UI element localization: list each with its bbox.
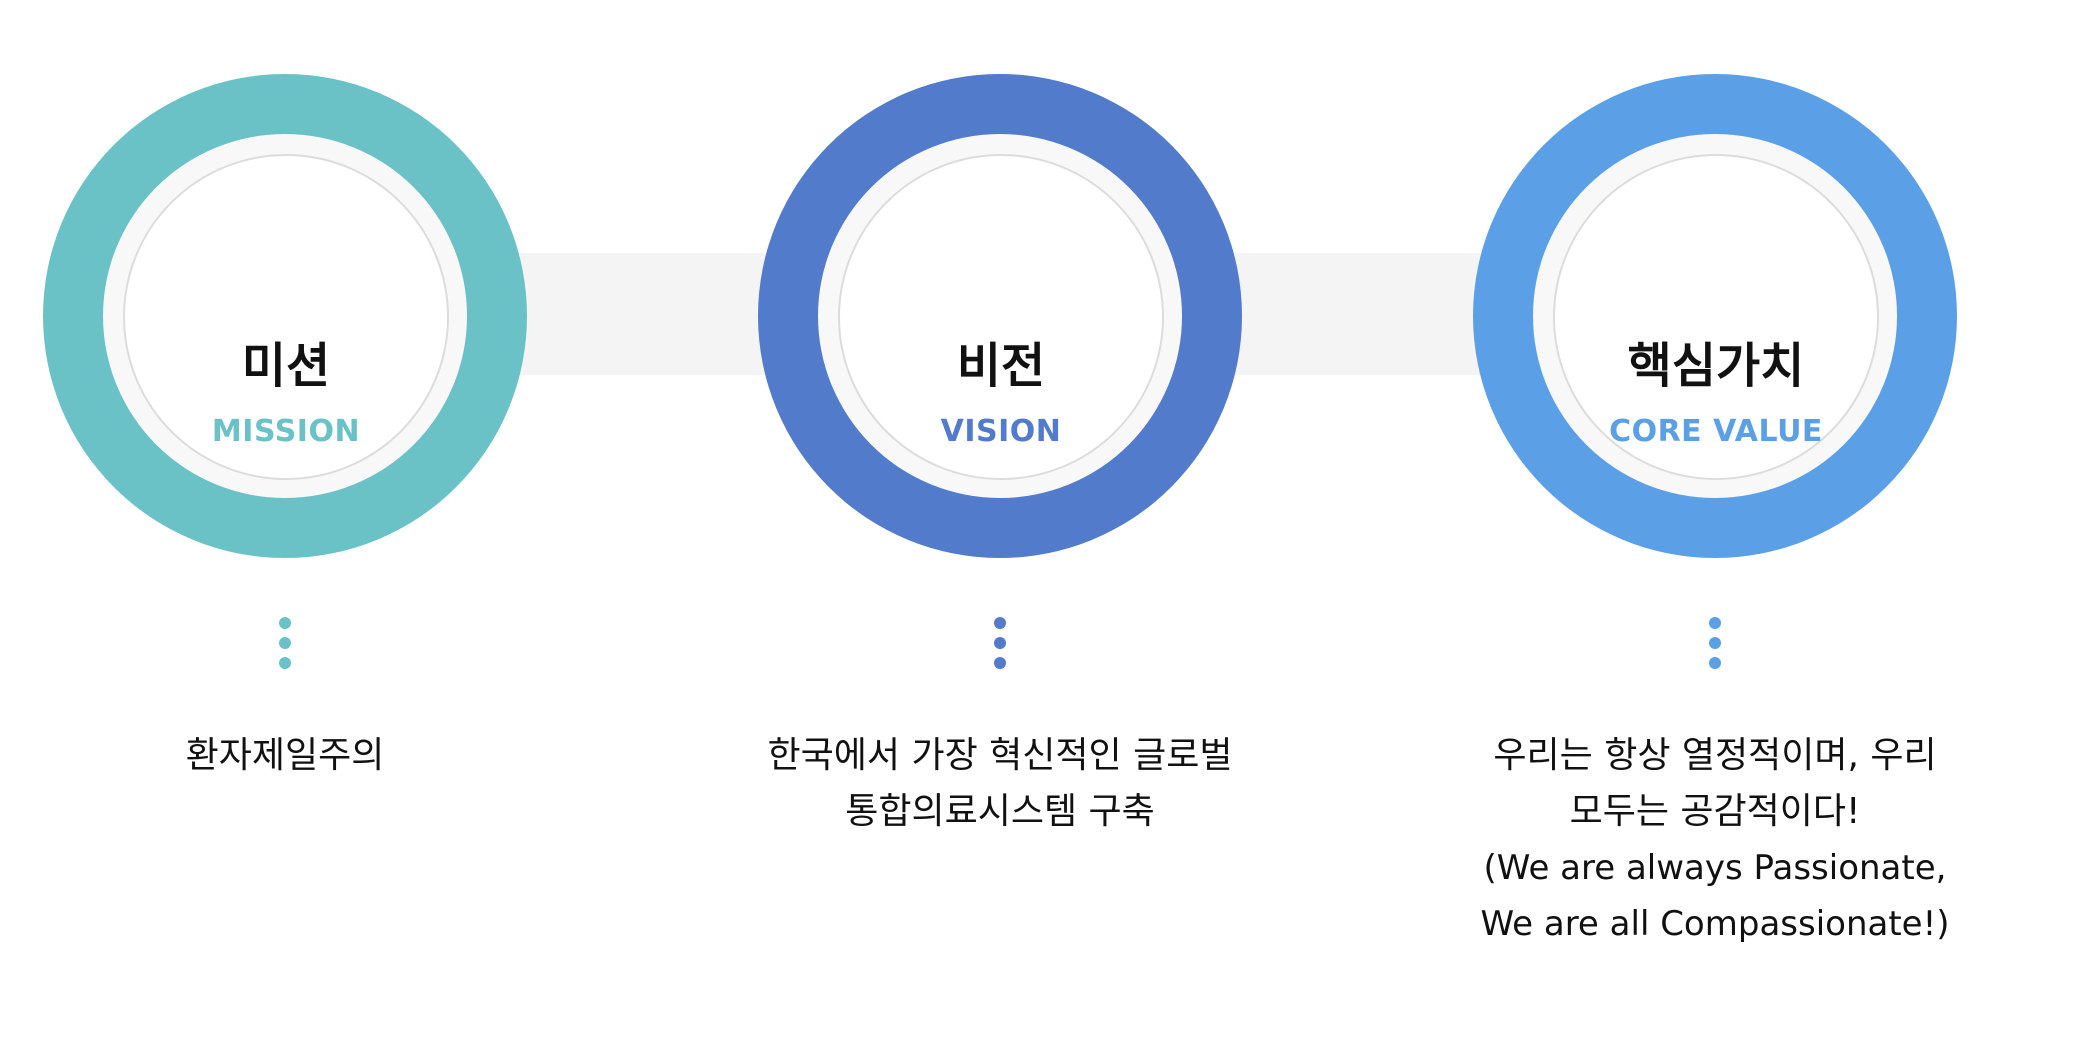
core-value-dots xyxy=(1709,617,1721,669)
vision-title: 비전 xyxy=(956,338,1046,394)
dot xyxy=(994,637,1006,649)
vision-dots xyxy=(994,617,1006,669)
dot xyxy=(279,617,291,629)
mission-subtitle: MISSION xyxy=(211,414,361,449)
mission-title: 미션 xyxy=(241,338,331,394)
connector-bar-2 xyxy=(1235,253,1485,375)
dot xyxy=(1709,637,1721,649)
vision-circle-ring: 비전 VISION xyxy=(838,154,1164,480)
core-value-description: 우리는 항상 열정적이며, 우리 모두는 공감적이다! xyxy=(1493,735,1937,832)
vision-circle-inner: 비전 VISION xyxy=(818,134,1182,498)
core-value-circle-inner: 핵심가치 CORE VALUE xyxy=(1533,134,1897,498)
vision-circle: 비전 VISION xyxy=(758,74,1242,558)
core-value-subtitle: CORE VALUE xyxy=(1609,414,1823,449)
mission-circle-ring: 미션 MISSION xyxy=(123,154,449,480)
mission-dots xyxy=(279,617,291,669)
vision-subtitle: VISION xyxy=(940,414,1062,449)
vision-description: 한국에서 가장 혁신적인 글로벌 통합의료시스템 구축 xyxy=(767,735,1233,832)
connector-bar-1 xyxy=(520,253,770,375)
mission-circle-inner: 미션 MISSION xyxy=(103,134,467,498)
dot xyxy=(279,657,291,669)
core-value-circle-ring: 핵심가치 CORE VALUE xyxy=(1553,154,1879,480)
dot xyxy=(1709,657,1721,669)
core-value-circle: 핵심가치 CORE VALUE xyxy=(1473,74,1957,558)
dot xyxy=(279,637,291,649)
mission-description: 환자제일주의 xyxy=(185,735,385,776)
core-value-description-en: (We are always Passionate, We are all Co… xyxy=(1480,848,1950,944)
mission-circle: 미션 MISSION xyxy=(43,74,527,558)
core-value-title: 핵심가치 xyxy=(1627,338,1805,394)
dot xyxy=(994,617,1006,629)
dot xyxy=(1709,617,1721,629)
dot xyxy=(994,657,1006,669)
